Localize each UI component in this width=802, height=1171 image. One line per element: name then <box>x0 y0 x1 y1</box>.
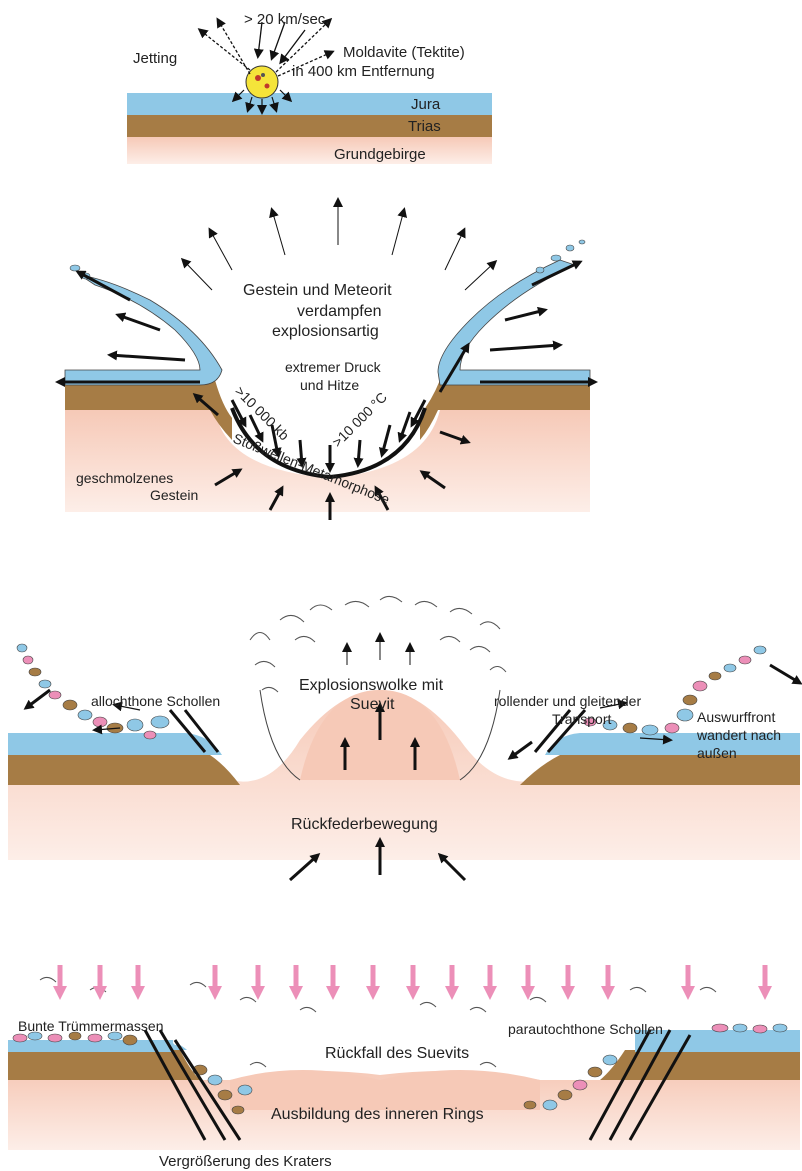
rebound-label: Rückfederbewegung <box>291 816 438 833</box>
ejecta-fragments <box>70 240 585 279</box>
panel-impact: > 20 km/sec. Jetting Moldavite (Tektite)… <box>127 11 492 164</box>
panel-vaporization: Gestein und Meteorit verdampfen explosio… <box>58 200 595 520</box>
vaporize-line3: explosionsartig <box>272 323 379 340</box>
fallback-arrows <box>60 965 765 995</box>
molten-line2: Gestein <box>150 487 198 503</box>
jura-left <box>8 733 222 755</box>
front-line2: wandert nach <box>696 727 781 743</box>
vaporize-line1: Gestein und Meteorit <box>243 282 392 299</box>
incoming-arrows <box>258 22 305 62</box>
speed-label: > 20 km/sec. <box>244 11 329 28</box>
basement-zone <box>65 410 590 512</box>
transport-line2: Transport <box>552 711 612 727</box>
allochthone-label: allochthone Schollen <box>91 693 220 709</box>
enlargement-label: Vergrößerung des Kraters <box>159 1153 332 1170</box>
jura-curtain-left <box>65 275 222 385</box>
meteorite-icon <box>246 66 278 98</box>
inner-ring-label: Ausbildung des inneren Rings <box>271 1106 484 1123</box>
trias-label: Trias <box>408 118 441 135</box>
pressure-line1: extremer Druck <box>285 359 382 375</box>
jura-label: Jura <box>411 96 441 113</box>
grundgebirge-label: Grundgebirge <box>334 146 426 163</box>
ejecta-chain-left <box>17 644 169 739</box>
cloud-line2: Suevit <box>350 696 395 713</box>
transport-line1: rollender und gleitender <box>494 693 641 709</box>
molten-line1: geschmolzenes <box>76 470 173 486</box>
distance-label: in 400 km Entfernung <box>292 63 435 80</box>
vapor-arrows <box>183 200 495 290</box>
basement-layer <box>127 137 492 164</box>
bunte-label: Bunte Trümmermassen <box>18 1018 164 1034</box>
panel-collapse: Bunte Trümmermassen parautochthone Schol… <box>8 965 800 1170</box>
moldavite-label: Moldavite (Tektite) <box>343 44 465 61</box>
front-line1: Auswurffront <box>697 709 775 725</box>
cloud-line1: Explosionswolke mit <box>299 677 444 694</box>
jura-curtain-right <box>438 260 590 385</box>
jetting-label: Jetting <box>133 50 177 67</box>
pressure-line2: und Hitze <box>300 377 359 393</box>
parautochthone-label: parautochthone Schollen <box>508 1021 663 1037</box>
vaporize-line2: verdampfen <box>297 303 382 320</box>
fallback-label: Rückfall des Suevits <box>325 1045 469 1062</box>
trias-left <box>8 755 240 785</box>
front-line3: außen <box>697 745 737 761</box>
trias-right <box>520 755 800 785</box>
cloud-arrows <box>347 635 410 665</box>
panel-ejection: Explosionswolke mit Suevit allochthone S… <box>8 596 800 880</box>
